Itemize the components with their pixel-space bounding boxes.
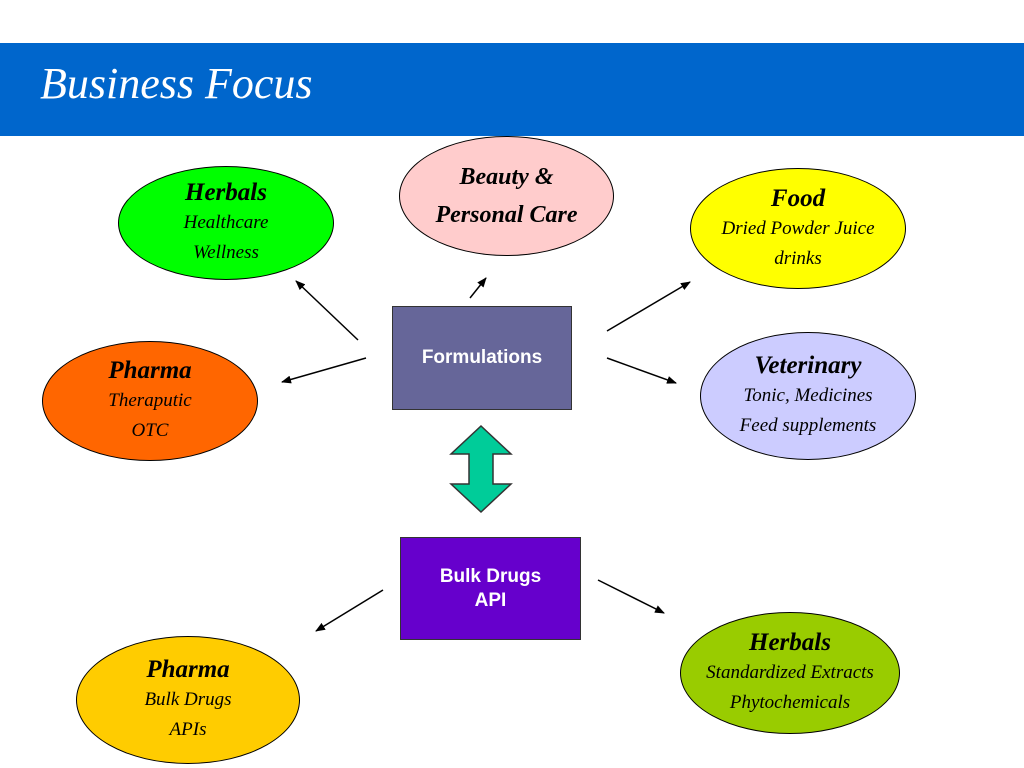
beauty-personal-care-node: Beauty & Personal Care [399, 136, 614, 256]
formulations-label: Formulations [421, 347, 543, 368]
pharma-bulk-node: Pharma Bulk Drugs APIs [76, 636, 300, 764]
node-title: Pharma [108, 357, 192, 384]
node-line: Phytochemicals [729, 692, 851, 713]
pharma-therapeutic-node: Pharma Theraputic OTC [42, 341, 258, 461]
arrow-to-herbals-bottom [597, 579, 665, 614]
node-title: Veterinary [754, 352, 862, 379]
node-line: Theraputic [108, 390, 192, 411]
arrow-to-food [606, 281, 691, 332]
bulk-drugs-box: Bulk Drugs API [400, 537, 581, 640]
node-title: Pharma [146, 656, 230, 683]
node-title: Herbals [749, 629, 831, 656]
node-line: OTC [131, 420, 169, 441]
node-line: Dried Powder Juice [721, 217, 875, 239]
title-bar [0, 43, 1024, 136]
node-line: Feed supplements [739, 415, 877, 436]
herbals-healthcare-node: Herbals Healthcare Wellness [118, 166, 334, 280]
node-line: Standardized Extracts [706, 662, 874, 683]
node-line: Personal Care [435, 202, 578, 228]
node-line: Bulk Drugs [144, 689, 232, 710]
formulations-box: Formulations [392, 306, 572, 410]
node-line: drinks [774, 247, 822, 269]
node-line: Healthcare [183, 212, 269, 233]
node-line: Beauty & [459, 164, 554, 190]
node-title: Herbals [185, 179, 267, 206]
arrow-to-herbals-top [295, 280, 359, 341]
slide-title: Business Focus [40, 59, 313, 108]
arrow-to-pharma-left [281, 357, 367, 384]
food-node: Food Dried Powder Juice drinks [690, 168, 906, 289]
bulk-drugs-label: Bulk Drugs [439, 565, 542, 587]
veterinary-node: Veterinary Tonic, Medicines Feed supplem… [700, 332, 916, 460]
node-line: Wellness [193, 242, 259, 263]
api-label: API [474, 589, 507, 611]
double-arrow [449, 424, 513, 514]
arrow-to-veterinary [606, 357, 677, 384]
arrow-to-beauty [469, 277, 487, 299]
node-title: Food [770, 184, 826, 212]
node-line: Tonic, Medicines [743, 385, 873, 406]
node-line: APIs [169, 719, 207, 740]
arrow-to-pharma-bottom [315, 589, 384, 632]
herbals-extracts-node: Herbals Standardized Extracts Phytochemi… [680, 612, 900, 734]
